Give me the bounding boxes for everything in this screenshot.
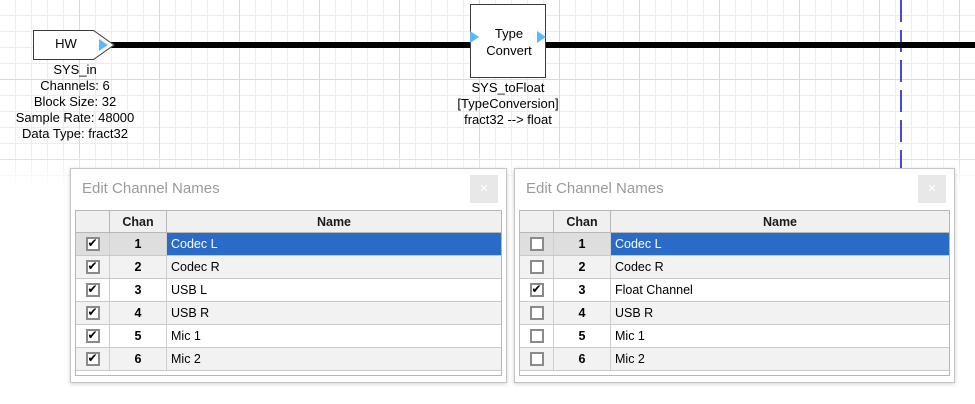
row-checkbox-cell[interactable] bbox=[520, 278, 554, 302]
row-chan-number: 2 bbox=[109, 255, 167, 279]
row-channel-name[interactable]: Mic 1 bbox=[166, 324, 501, 348]
row-chan-number: 5 bbox=[553, 324, 611, 348]
row-channel-name[interactable]: Mic 2 bbox=[610, 347, 949, 371]
checkbox-checked-icon[interactable] bbox=[85, 305, 100, 321]
row-channel-name[interactable]: Codec L bbox=[610, 232, 949, 256]
row-chan-number: 4 bbox=[553, 301, 611, 325]
close-icon[interactable]: × bbox=[918, 175, 946, 203]
block-hw-caption: SYS_in Channels: 6 Block Size: 32 Sample… bbox=[15, 62, 135, 141]
input-port-arrow-icon[interactable] bbox=[470, 31, 479, 43]
page-break-line bbox=[900, 0, 902, 190]
checkbox-unchecked-icon[interactable] bbox=[529, 352, 544, 367]
table-header-row: Chan Name bbox=[520, 211, 949, 233]
block-type-convert-caption: SYS_toFloat [TypeConversion] fract32 -->… bbox=[457, 80, 559, 127]
row-checkbox-cell[interactable] bbox=[76, 232, 110, 256]
row-checkbox-cell[interactable] bbox=[76, 255, 110, 279]
row-chan-number: 6 bbox=[553, 347, 611, 371]
column-header-chan[interactable]: Chan bbox=[553, 211, 611, 233]
row-channel-name[interactable]: Mic 1 bbox=[610, 324, 949, 348]
channel-table-head: Chan Name bbox=[520, 211, 949, 233]
row-chan-number: 5 bbox=[109, 324, 167, 348]
row-checkbox-cell[interactable] bbox=[76, 301, 110, 325]
row-chan-number: 1 bbox=[109, 232, 167, 256]
block-hw-outline bbox=[33, 30, 115, 60]
dialog-title: Edit Channel Names bbox=[82, 180, 220, 197]
row-chan-number: 2 bbox=[553, 255, 611, 279]
row-channel-name[interactable]: Float Channel bbox=[610, 278, 949, 302]
output-port-arrow-icon[interactable] bbox=[99, 39, 108, 51]
dialog-titlebar[interactable]: Edit Channel Names × bbox=[71, 169, 506, 210]
output-port-arrow-icon[interactable] bbox=[537, 31, 546, 43]
row-channel-name[interactable]: USB R bbox=[610, 301, 949, 325]
row-channel-name[interactable]: USB R bbox=[166, 301, 501, 325]
close-icon[interactable]: × bbox=[470, 175, 498, 203]
column-header-checkbox[interactable] bbox=[76, 211, 110, 233]
row-chan-number: 3 bbox=[553, 278, 611, 302]
column-header-name[interactable]: Name bbox=[610, 211, 949, 233]
row-channel-name[interactable]: USB L bbox=[166, 278, 501, 302]
checkbox-checked-icon[interactable] bbox=[85, 259, 100, 275]
table-empty-area bbox=[520, 371, 949, 375]
block-type-convert-label: Type Convert bbox=[486, 26, 532, 58]
row-checkbox-cell[interactable] bbox=[76, 347, 110, 371]
row-channel-name[interactable]: Mic 2 bbox=[166, 347, 501, 371]
row-channel-name[interactable]: Codec R bbox=[166, 255, 501, 279]
checkbox-checked-icon[interactable] bbox=[85, 328, 100, 344]
checkbox-unchecked-icon[interactable] bbox=[529, 306, 544, 321]
table-header-row: Chan Name bbox=[76, 211, 501, 233]
column-header-chan[interactable]: Chan bbox=[109, 211, 167, 233]
row-checkbox-cell[interactable] bbox=[520, 232, 554, 256]
row-checkbox-cell[interactable] bbox=[520, 324, 554, 348]
row-channel-name[interactable]: Codec R bbox=[610, 255, 949, 279]
signal-wire-hw-to-typeconvert[interactable] bbox=[105, 42, 480, 48]
row-channel-name[interactable]: Codec L bbox=[166, 232, 501, 256]
row-chan-number: 1 bbox=[553, 232, 611, 256]
table-empty-area bbox=[76, 371, 501, 375]
checkbox-checked-icon[interactable] bbox=[85, 236, 100, 252]
channel-table-head: Chan Name bbox=[76, 211, 501, 233]
block-hw-label: HW bbox=[55, 36, 77, 51]
row-checkbox-cell[interactable] bbox=[76, 278, 110, 302]
row-chan-number: 6 bbox=[109, 347, 167, 371]
signal-wire-typeconvert-out[interactable] bbox=[536, 42, 975, 48]
checkbox-checked-icon[interactable] bbox=[85, 282, 100, 298]
checkbox-unchecked-icon[interactable] bbox=[529, 329, 544, 344]
row-checkbox-cell[interactable] bbox=[520, 301, 554, 325]
row-chan-number: 3 bbox=[109, 278, 167, 302]
checkbox-unchecked-icon[interactable] bbox=[529, 260, 544, 275]
column-header-name[interactable]: Name bbox=[166, 211, 501, 233]
row-checkbox-cell[interactable] bbox=[76, 324, 110, 348]
checkbox-unchecked-icon[interactable] bbox=[529, 237, 544, 252]
dialog-title: Edit Channel Names bbox=[526, 180, 664, 197]
checkbox-checked-icon[interactable] bbox=[85, 351, 100, 367]
column-header-checkbox[interactable] bbox=[520, 211, 554, 233]
block-hw[interactable]: HW bbox=[33, 30, 115, 60]
dialog-titlebar[interactable]: Edit Channel Names × bbox=[515, 169, 954, 210]
row-chan-number: 4 bbox=[109, 301, 167, 325]
row-checkbox-cell[interactable] bbox=[520, 255, 554, 279]
checkbox-checked-icon[interactable] bbox=[529, 282, 544, 298]
block-type-convert[interactable]: Type Convert bbox=[470, 4, 546, 78]
row-checkbox-cell[interactable] bbox=[520, 347, 554, 371]
